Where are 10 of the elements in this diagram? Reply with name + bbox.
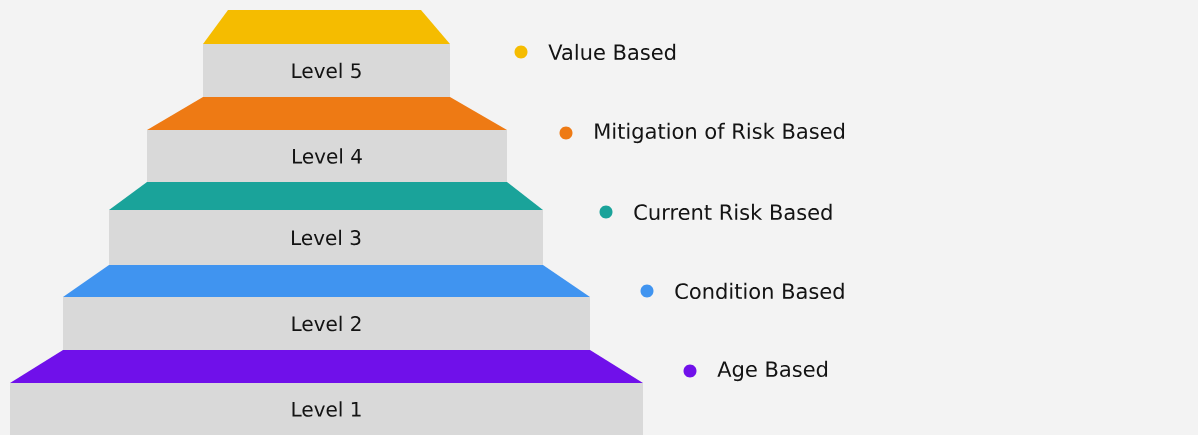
legend-text: Mitigation of Risk Based [595, 122, 844, 144]
legend-text: Condition Based [675, 282, 844, 300]
stair-step: Level 4 [147, 97, 507, 182]
stair-step: Level 1 [10, 350, 643, 435]
stair-step: Level 3 [109, 182, 543, 265]
legend-text: Age Based [717, 360, 828, 382]
stair-step: Level 5 [203, 10, 450, 97]
stair-step: Level 2 [63, 265, 590, 350]
legend-text: Value Based [548, 43, 676, 61]
legend-text: Current Risk Based [634, 203, 832, 221]
